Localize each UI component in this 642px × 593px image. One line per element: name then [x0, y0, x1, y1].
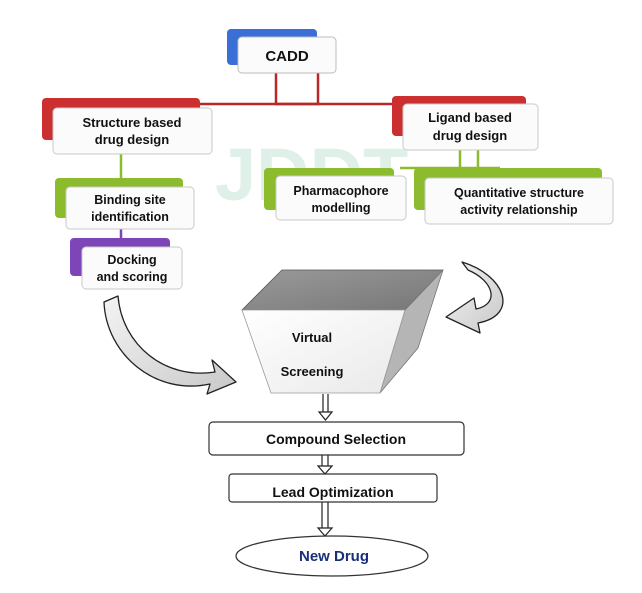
new-drug-ellipse	[235, 535, 429, 577]
virtual-screening-line1: Virtual	[292, 330, 332, 345]
structure-based-node: Structure based drug design	[42, 98, 213, 155]
structure-based-line2: drug design	[95, 132, 169, 147]
binding-site-box	[65, 186, 195, 230]
cadd-label: CADD	[265, 48, 308, 65]
binding-site-line1: Binding site	[94, 193, 166, 207]
docking-line2: and scoring	[97, 270, 168, 284]
pharmacophore-node: Pharmacophore modelling	[264, 168, 407, 221]
ligand-based-line1: Ligand based	[428, 110, 512, 125]
lead-optimization-box	[228, 473, 438, 503]
cadd-node-box	[237, 36, 337, 74]
pharmacophore-line1: Pharmacophore	[293, 184, 388, 198]
qsar-node: Quantitative structure activity relation…	[414, 168, 614, 225]
new-drug-node: New Drug	[235, 535, 429, 577]
connector-lbdd-ligand	[400, 150, 500, 170]
funnel-front-face	[241, 309, 406, 394]
compound-selection-node: Compound Selection	[208, 421, 465, 456]
structure-based-line1: Structure based	[83, 115, 182, 130]
docking-box	[81, 246, 183, 290]
docking-line1: Docking	[107, 253, 156, 267]
down-arrow-selection-to-lead	[316, 455, 334, 475]
pharmacophore-line2: modelling	[311, 201, 370, 215]
qsar-line2: activity relationship	[460, 203, 578, 217]
left-curved-arrow	[103, 295, 237, 395]
lead-optimization-label: Lead Optimization	[272, 484, 393, 500]
virtual-screening-funnel: Virtual Screening	[241, 269, 444, 394]
lead-optimization-node: Lead Optimization	[228, 473, 438, 503]
ligand-based-line2: drug design	[433, 128, 507, 143]
qsar-line1: Quantitative structure	[454, 186, 584, 200]
down-arrow-screening-to-selection	[317, 394, 334, 421]
down-arrow-lead-to-newdrug	[316, 502, 334, 537]
virtual-screening-line2: Screening	[281, 364, 344, 379]
pharmacophore-box	[275, 175, 407, 221]
new-drug-label: New Drug	[299, 548, 369, 565]
binding-site-line2: identification	[91, 210, 169, 224]
cadd-node: CADD	[227, 29, 337, 74]
qsar-box	[424, 177, 614, 225]
structure-based-box	[52, 107, 213, 155]
compound-selection-label: Compound Selection	[266, 431, 406, 447]
right-curved-arrow	[445, 261, 504, 334]
connector-cadd-branches	[274, 72, 320, 106]
binding-site-node: Binding site identification	[55, 178, 195, 230]
docking-node: Docking and scoring	[70, 238, 183, 290]
compound-selection-box	[208, 421, 465, 456]
ligand-based-node: Ligand based drug design	[392, 96, 539, 151]
ligand-based-box	[402, 103, 539, 151]
